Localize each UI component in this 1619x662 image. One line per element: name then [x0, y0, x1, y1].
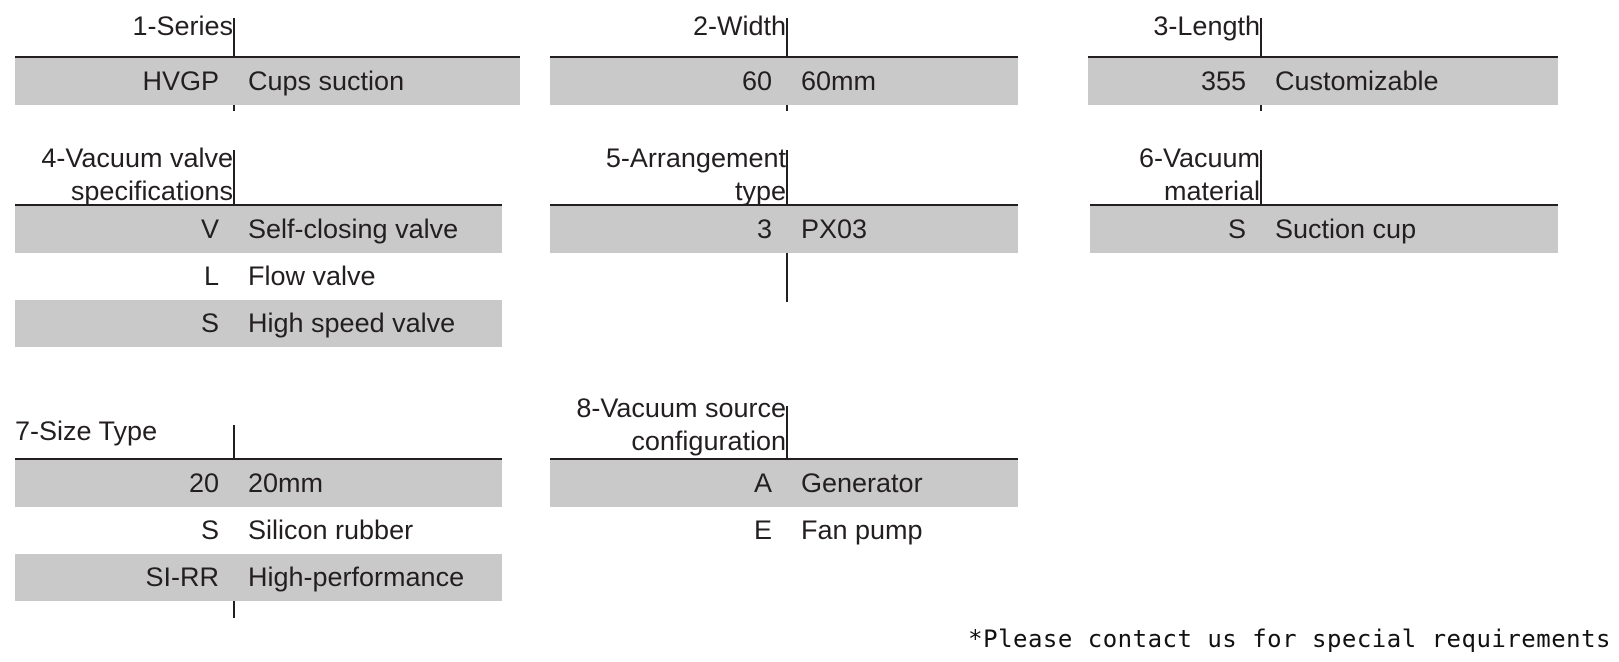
option-rows: V Self-closing valve L Flow valve S High…: [15, 206, 502, 347]
table-row: 3 PX03: [550, 206, 1018, 253]
option-description: 60mm: [801, 66, 877, 96]
option-description: Customizable: [1275, 66, 1439, 96]
option-rows: HVGP Cups suction: [15, 58, 520, 105]
option-description: Suction cup: [1275, 214, 1417, 244]
table-row: S Suction cup: [1090, 206, 1558, 253]
table-row: E Fan pump: [550, 507, 1018, 554]
header-rule: [15, 458, 502, 460]
header-rule: [550, 204, 1018, 206]
option-block-header: 2-Width: [692, 11, 786, 41]
option-block-arrangement-type: 5-Arrangement type 3 PX03: [550, 142, 1018, 302]
option-description: High-performance: [248, 562, 465, 592]
option-block-vacuum-valve-specifications: 4-Vacuum valve specifications V Self-clo…: [15, 142, 502, 347]
option-block-vacuum-source-configuration: 8-Vacuum source configuration A Generato…: [550, 392, 1018, 554]
table-row: HVGP Cups suction: [15, 58, 520, 105]
option-description: Flow valve: [248, 261, 376, 291]
option-description: Generator: [801, 468, 923, 498]
option-code: S: [200, 308, 219, 338]
table-row: A Generator: [550, 460, 1018, 507]
option-block-header: 4-Vacuum valve specifications: [41, 143, 233, 206]
table-row: S Silicon rubber: [15, 507, 502, 554]
option-block-header: 7-Size Type: [15, 416, 158, 446]
option-description: Cups suction: [248, 66, 405, 96]
option-description: PX03: [801, 214, 868, 244]
option-block-vacuum-material: 6-Vacuum material S Suction cup: [1090, 142, 1558, 253]
column-divider: [1260, 150, 1262, 253]
option-code: L: [203, 261, 219, 291]
option-code: S: [1227, 214, 1246, 244]
table-row: SI-RR High-performance: [15, 554, 502, 601]
option-description: Fan pump: [801, 515, 923, 545]
header-rule: [1088, 56, 1558, 58]
header-rule: [15, 56, 520, 58]
option-block-header: 8-Vacuum source configuration: [576, 393, 786, 456]
table-row: 60 60mm: [550, 58, 1018, 105]
option-rows: 20 20mm S Silicon rubber SI-RR High-perf…: [15, 460, 502, 601]
option-code: HVGP: [142, 66, 219, 96]
option-rows: 355 Customizable: [1088, 58, 1558, 105]
header-rule: [550, 56, 1018, 58]
table-row: 20 20mm: [15, 460, 502, 507]
option-code: 20: [188, 468, 219, 498]
option-block-header: 1-Series: [132, 11, 233, 41]
option-description: Silicon rubber: [248, 515, 414, 545]
header-rule: [550, 458, 1018, 460]
table-row: S High speed valve: [15, 300, 502, 347]
option-code: 60: [741, 66, 772, 96]
option-code: 355: [1200, 66, 1246, 96]
option-code: 3: [756, 214, 772, 244]
option-block-header: 5-Arrangement type: [605, 143, 786, 206]
option-code: S: [200, 515, 219, 545]
option-block-length: 3-Length 355 Customizable: [1088, 10, 1558, 111]
option-block-header: 3-Length: [1153, 11, 1260, 41]
header-rule: [15, 204, 502, 206]
header-rule: [1090, 204, 1558, 206]
option-code: V: [200, 214, 219, 244]
option-rows: A Generator E Fan pump: [550, 460, 1018, 554]
option-block-series: 1-Series HVGP Cups suction: [15, 10, 520, 111]
option-description: Self-closing valve: [248, 214, 459, 244]
option-block-header: 6-Vacuum material: [1138, 143, 1260, 206]
option-code: E: [753, 515, 772, 545]
option-code: SI-RR: [145, 562, 220, 592]
table-row: L Flow valve: [15, 253, 502, 300]
table-row: V Self-closing valve: [15, 206, 502, 253]
option-block-size-type: 7-Size Type 20 20mm S Silicon rubber SI-…: [15, 415, 502, 618]
option-block-width: 2-Width 60 60mm: [550, 10, 1018, 111]
option-code: A: [753, 468, 772, 498]
option-description: High speed valve: [248, 308, 456, 338]
option-description: 20mm: [248, 468, 324, 498]
table-row: 355 Customizable: [1088, 58, 1558, 105]
footnote-special-requirements: *Please contact us for special requireme…: [968, 625, 1611, 653]
option-rows: 60 60mm: [550, 58, 1018, 105]
option-rows: 3 PX03: [550, 206, 1018, 253]
option-rows: S Suction cup: [1090, 206, 1558, 253]
